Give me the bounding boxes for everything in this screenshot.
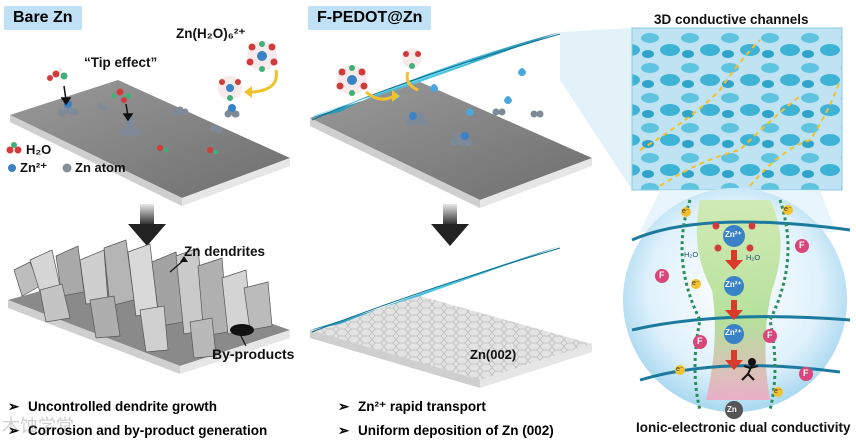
fluorine-label-4: F: [767, 330, 773, 340]
tip-effect-label: “Tip effect”: [84, 55, 158, 70]
process-arrow-left: [128, 204, 166, 246]
fpedot-zn-title: F-PEDOT@Zn: [308, 6, 432, 30]
fluorine-markers: [655, 239, 813, 381]
by-product-blob: [230, 324, 254, 347]
bullet-mark: ➢: [8, 423, 20, 438]
dual-conductivity-caption: Ionic-electronic dual conductivity: [636, 420, 851, 435]
electron-markers: [675, 205, 793, 397]
bubble-ion-label-3: Zn²⁺: [725, 328, 742, 337]
middle-bullet-1-text: Zn²⁺ rapid transport: [358, 399, 486, 414]
bare-zn-title: Bare Zn: [4, 6, 82, 30]
zn002-plate: [310, 296, 592, 388]
left-bullet-2-text: Corrosion and by-product generation: [28, 423, 268, 438]
fluorine-label-2: F: [659, 270, 665, 280]
zn002-label: Zn(002): [470, 347, 517, 362]
conduction-paths: [639, 39, 841, 187]
bullet-mark: ➢: [338, 423, 350, 438]
tip-arrows: [60, 85, 134, 122]
ion-migration-arrows: [725, 250, 743, 370]
bubble-ion-label-1: Zn²⁺: [725, 230, 742, 239]
fluorine-label-1: F: [799, 240, 805, 250]
zn-dendrites: [13, 239, 273, 359]
f-pedot-film-bottom: [310, 246, 561, 333]
middle-bullet-2-text: Uniform deposition of Zn (002): [358, 423, 554, 438]
left-bullet-1-text: Uncontrolled dendrite growth: [28, 399, 217, 414]
electron-label-5: e⁻: [692, 280, 700, 287]
zn-hydrate-label: Zn(H₂O)₆²⁺: [176, 26, 246, 41]
zn-hydrate-complex-left: [218, 41, 278, 118]
bullet-mark: ➢: [8, 399, 20, 414]
zn-atom-clusters: [58, 100, 239, 136]
channels-title: 3D conductive channels: [654, 12, 809, 27]
legend-water-label: H₂O: [26, 142, 52, 157]
uniform-deposits-top: [406, 108, 544, 146]
electron-label-2: e⁻: [784, 206, 792, 213]
channels-callout: [560, 27, 843, 191]
fluorine-label-5: F: [803, 368, 809, 378]
water-molecules-left: [47, 68, 219, 155]
dendrite-pointer: [169, 256, 188, 273]
electron-label-4: e⁻: [774, 388, 782, 395]
bullet-mark: ➢: [338, 399, 350, 414]
left-bullet-2: ➢ Corrosion and by-product generation: [8, 423, 267, 439]
legend-zn-atom-label: Zn atom: [75, 160, 126, 175]
zn-hydrate-complex-middle: [336, 48, 422, 102]
middle-bullet-1: ➢ Zn²⁺ rapid transport: [338, 399, 486, 415]
watermark: 木蚀学堂: [2, 416, 74, 436]
fluorine-label-3: F: [697, 336, 703, 346]
electron-label-1: e⁻: [682, 208, 690, 215]
runner-icon: [741, 358, 759, 381]
left-bullet-1: ➢ Uncontrolled dendrite growth: [8, 399, 217, 415]
legend-zn-ion-label: Zn²⁺: [20, 160, 48, 175]
byproducts-label: By-products: [212, 346, 295, 362]
bare-zn-plate: [10, 80, 290, 206]
bubble-zn-label: Zn: [727, 405, 737, 414]
bubble-ion-label-2: Zn²⁺: [725, 280, 742, 289]
fpedot-zn-plate: [310, 82, 592, 208]
bubble-water-label-1: H₂O: [684, 250, 699, 259]
legend-markers: [6, 142, 72, 173]
process-arrow-middle: [431, 204, 469, 246]
bubble-ions: [712, 222, 756, 419]
middle-bullet-2: ➢ Uniform deposition of Zn (002): [338, 423, 554, 439]
electron-label-3: e⁻: [676, 366, 684, 373]
dendrites-label: Zn dendrites: [184, 244, 266, 259]
bubble-water-label-2: H₂O: [746, 253, 761, 262]
